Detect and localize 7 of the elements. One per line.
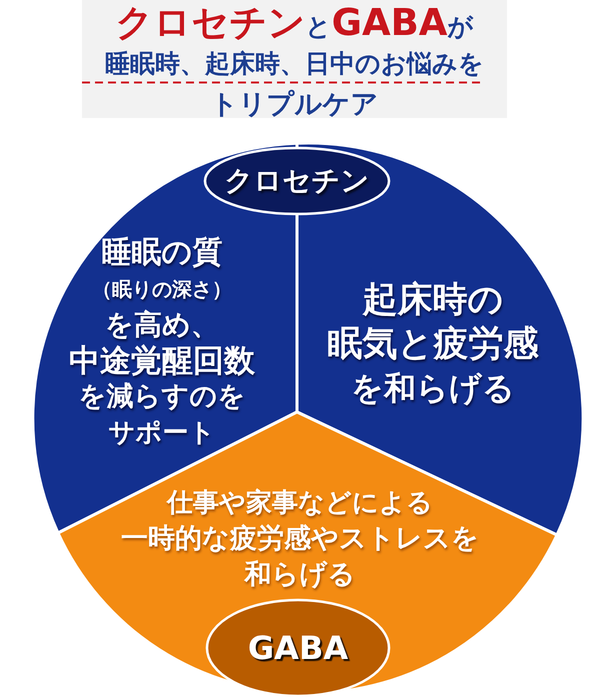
subheading: トリプルケア (210, 88, 380, 122)
benefit-text: 仕事や家事などによる一時的な疲労感やストレスを和らげる (121, 487, 479, 592)
ingredient-oval (205, 598, 391, 698)
benefit-text: 起床時の眠気と疲労感を和らげる (328, 279, 538, 409)
ingredient-name: GABA (248, 629, 348, 667)
benefit-text: 睡眠の質（眠りの深さ）を高め、中途覚醒回数を減らすのをサポート (69, 235, 255, 450)
ingredient-name: クロセチン (224, 164, 370, 198)
